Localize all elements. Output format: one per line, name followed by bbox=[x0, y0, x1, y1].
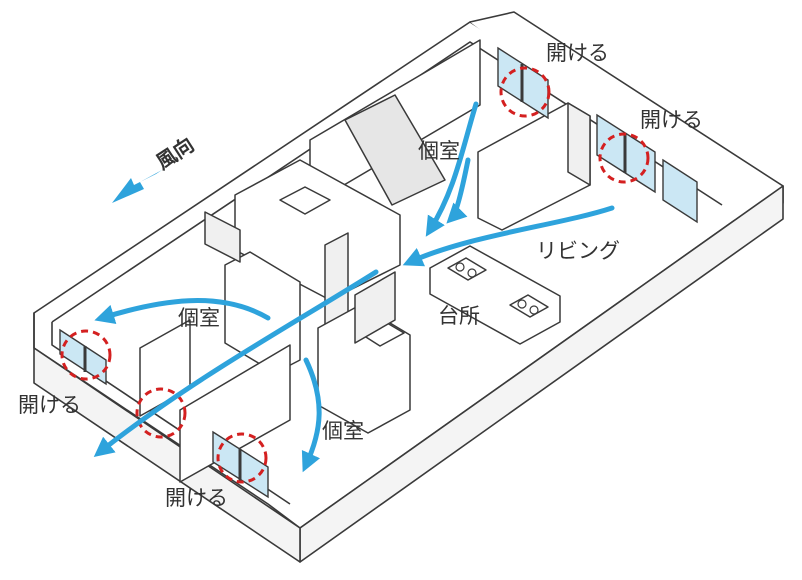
window-labels: 開ける 開ける 開ける 開ける bbox=[18, 41, 703, 510]
partition-living-side bbox=[567, 102, 591, 186]
burner bbox=[529, 305, 539, 315]
room-labels: 個室 リビング 個室 台所 個室 bbox=[178, 139, 620, 443]
interior-partitions bbox=[139, 39, 591, 483]
marker-window-bottom bbox=[216, 432, 268, 484]
marker-doorway bbox=[135, 387, 187, 439]
airflow-main bbox=[93, 269, 379, 457]
window-label-top-right-a: 開ける bbox=[546, 41, 609, 65]
wind-arrow-icon bbox=[105, 159, 153, 184]
window-left bbox=[59, 328, 107, 386]
outer-wall-left-face bbox=[33, 312, 301, 563]
window-label-left: 開ける bbox=[18, 393, 81, 417]
airflow-top-room-branch bbox=[446, 157, 471, 224]
marker-window-left bbox=[60, 329, 112, 381]
marker-window-top-right-b bbox=[598, 132, 650, 184]
room-label-kitchen: 台所 bbox=[438, 304, 480, 328]
airflow-left-room bbox=[94, 298, 271, 324]
partition-lower-room-b bbox=[179, 344, 291, 483]
airflow-arrows bbox=[93, 101, 615, 473]
airflow-top-room bbox=[425, 101, 479, 237]
windows bbox=[59, 46, 698, 499]
window-right-c bbox=[662, 158, 698, 224]
kitchen-wall bbox=[354, 271, 396, 344]
burner bbox=[467, 268, 477, 278]
window-label-bottom: 開ける bbox=[165, 486, 228, 510]
room-label-private-left: 個室 bbox=[178, 306, 220, 330]
window-markers bbox=[60, 66, 650, 484]
stove-burners bbox=[455, 262, 539, 315]
burner bbox=[517, 299, 527, 309]
airflow-living bbox=[402, 205, 615, 267]
room-label-private-bottom: 個室 bbox=[322, 419, 364, 443]
burner bbox=[455, 262, 465, 272]
closet-top bbox=[344, 94, 446, 206]
wind-direction: 風向 bbox=[105, 132, 199, 203]
airflow-lower-room bbox=[301, 357, 322, 473]
wind-label: 風向 bbox=[152, 132, 199, 174]
room-label-private-top: 個室 bbox=[418, 139, 460, 163]
window-label-top-right-b: 開ける bbox=[640, 108, 703, 132]
room-label-living: リビング bbox=[536, 239, 620, 263]
partition-left-room bbox=[204, 211, 241, 263]
toilet-box bbox=[279, 186, 331, 215]
wind-arrow-shape bbox=[112, 170, 162, 203]
marker-window-top-right-a bbox=[499, 66, 551, 118]
